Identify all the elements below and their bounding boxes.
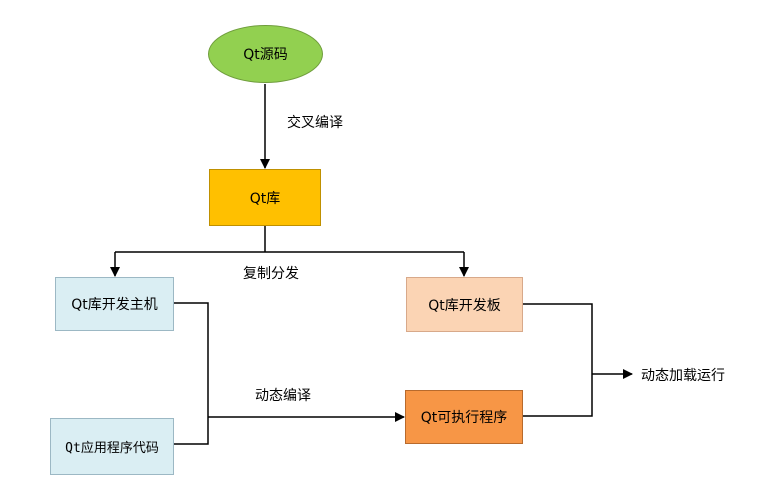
edge-run-bracket xyxy=(523,303,593,417)
node-qt-lib-dev-board: Qt库开发板 xyxy=(406,277,523,332)
edge-host-bracket xyxy=(174,302,209,445)
label-copy-distribute: 复制分发 xyxy=(243,266,299,282)
label-cross-compile: 交叉编译 xyxy=(287,115,343,131)
label-dynamic-compile: 动态编译 xyxy=(255,388,311,404)
node-qt-lib: Qt库 xyxy=(209,169,321,226)
node-qt-lib-dev-host: Qt库开发主机 xyxy=(55,277,174,331)
node-qt-executable: Qt可执行程序 xyxy=(405,390,523,444)
node-qt-source: Qt源码 xyxy=(208,25,323,83)
node-qt-app-source: Qt应用程序代码 xyxy=(50,418,174,475)
label-dynamic-load-run: 动态加载运行 xyxy=(641,368,725,384)
